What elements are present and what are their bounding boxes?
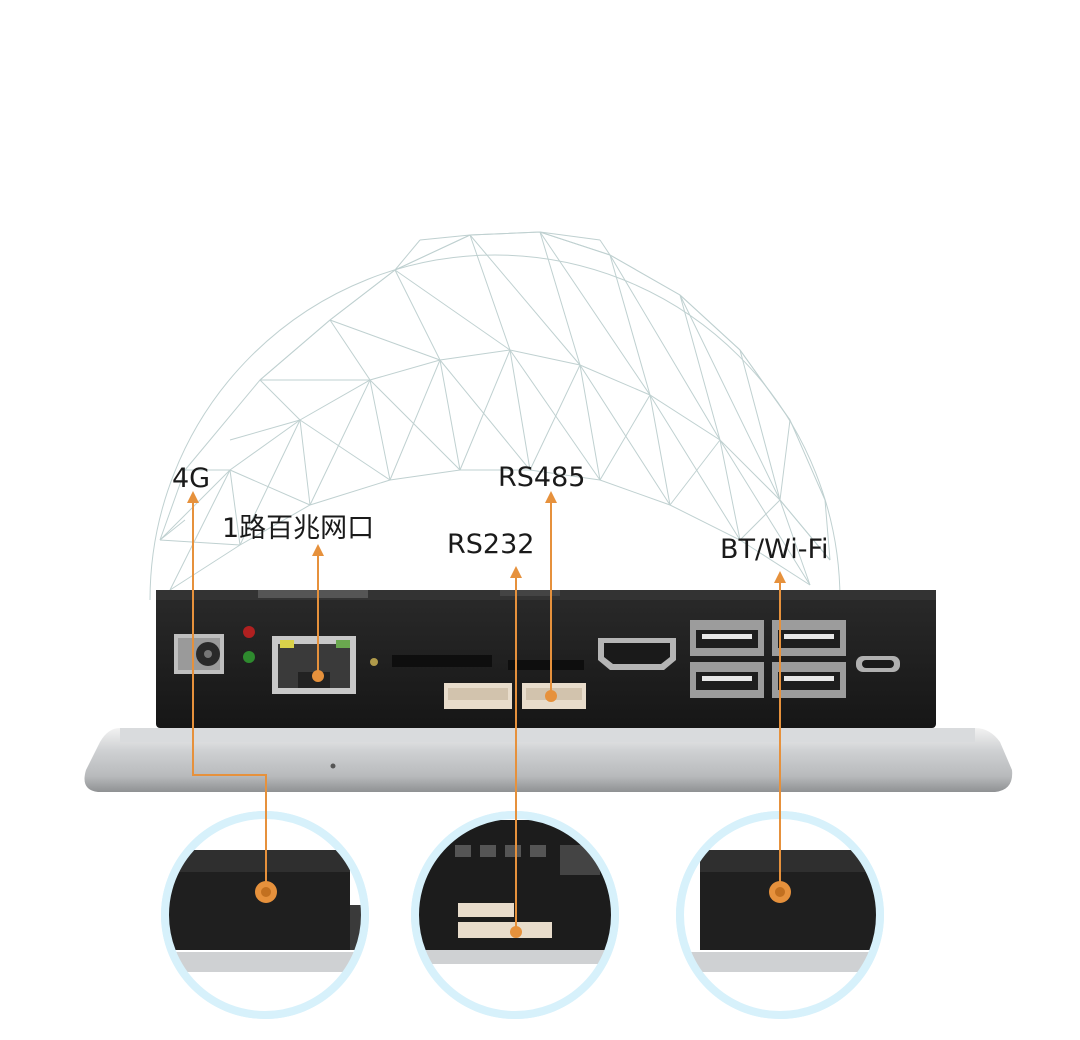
label-rs232: RS232 <box>447 529 535 560</box>
callout-line-4g <box>192 500 267 882</box>
led-green <box>243 651 255 663</box>
antenna-connector-icon <box>255 881 277 903</box>
antenna-connector-icon <box>769 881 791 903</box>
callout-arrows <box>187 491 786 583</box>
sim-slot <box>508 660 584 670</box>
display-bezel <box>84 728 1013 792</box>
callout-lines <box>192 500 781 932</box>
label-bt-wifi: BT/Wi-Fi <box>720 534 829 565</box>
led-red <box>243 626 255 638</box>
label-ethernet: 1路百兆网口 <box>222 513 375 544</box>
geodesic-globe-icon <box>149 231 841 601</box>
ethernet-port-icon <box>272 636 356 694</box>
card-slot <box>392 655 492 667</box>
power-jack <box>174 634 224 674</box>
label-rs485: RS485 <box>498 462 586 493</box>
rs232-connector <box>444 683 512 709</box>
hdmi-port-icon <box>598 638 676 670</box>
detail-circle-wireless <box>676 811 884 1019</box>
label-4g: 4G <box>172 463 211 494</box>
micro-usb-port <box>856 656 900 672</box>
